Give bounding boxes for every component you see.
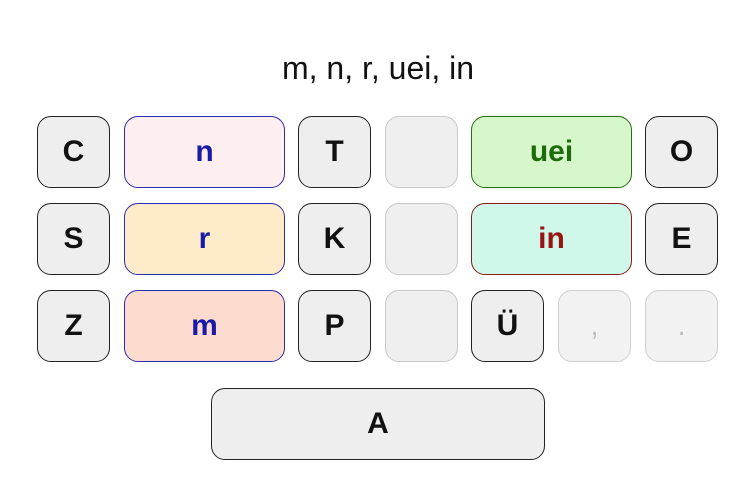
key-z[interactable]: Z xyxy=(37,290,110,362)
key-u-umlaut[interactable]: Ü xyxy=(471,290,544,362)
key-p[interactable]: P xyxy=(298,290,371,362)
key-n[interactable]: n xyxy=(124,116,285,188)
key-uei[interactable]: uei xyxy=(471,116,632,188)
key-space[interactable]: A xyxy=(211,388,545,460)
key-in[interactable]: in xyxy=(471,203,632,275)
key-comma[interactable]: , xyxy=(558,290,631,362)
key-e[interactable]: E xyxy=(645,203,718,275)
key-blank-3[interactable] xyxy=(385,290,458,362)
key-blank-1[interactable] xyxy=(385,116,458,188)
key-c[interactable]: C xyxy=(37,116,110,188)
key-s[interactable]: S xyxy=(37,203,110,275)
key-m[interactable]: m xyxy=(124,290,285,362)
key-t[interactable]: T xyxy=(298,116,371,188)
key-r[interactable]: r xyxy=(124,203,285,275)
key-k[interactable]: K xyxy=(298,203,371,275)
key-o[interactable]: O xyxy=(645,116,718,188)
key-blank-2[interactable] xyxy=(385,203,458,275)
key-period[interactable]: . xyxy=(645,290,718,362)
title-text: m, n, r, uei, in xyxy=(281,50,475,86)
